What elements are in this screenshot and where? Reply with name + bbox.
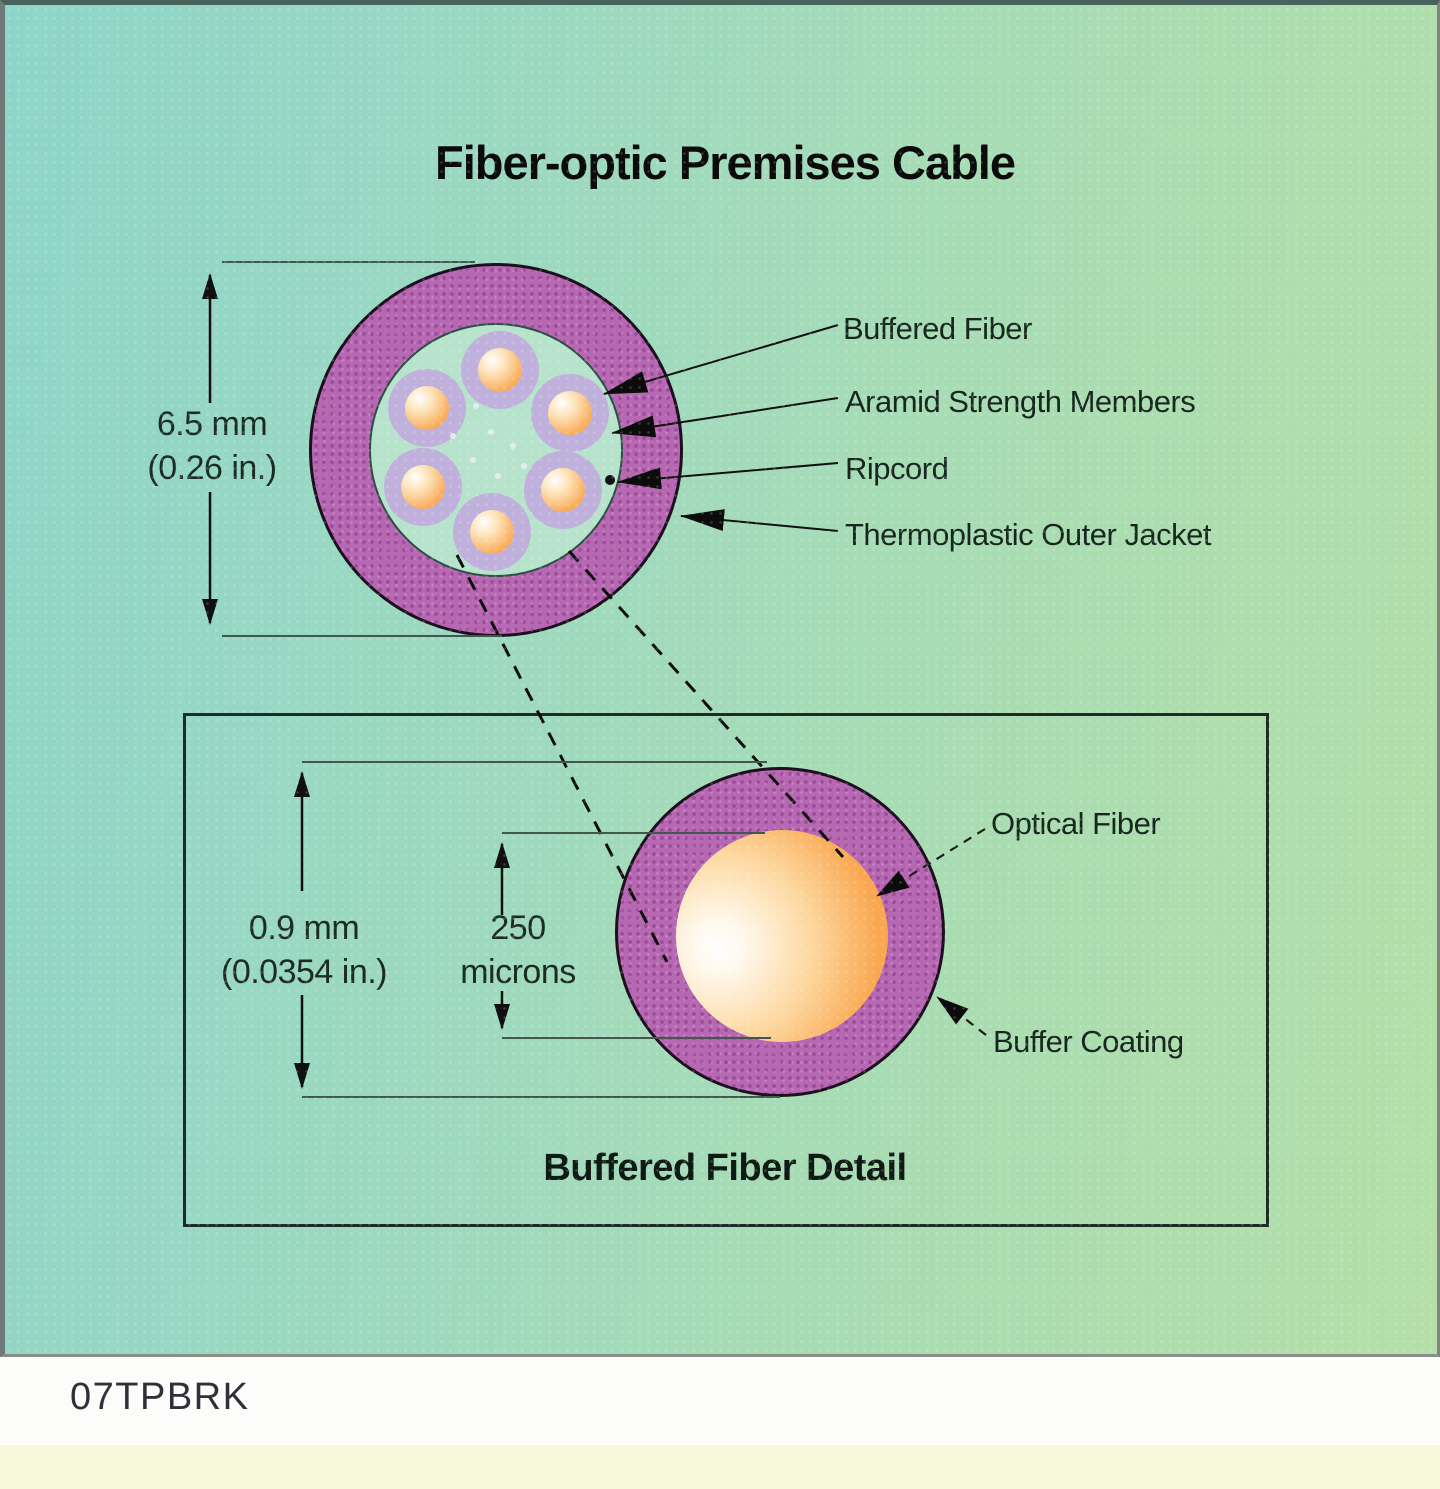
callout-buffered-fiber: Buffered Fiber xyxy=(843,311,1032,346)
dimension-6-5mm: 6.5 mm (0.26 in.) xyxy=(97,402,327,490)
aramid-strand-dot xyxy=(470,457,476,463)
optical-fiber-detail xyxy=(676,830,888,1042)
optical-fiber-core xyxy=(401,465,445,509)
callout-aramid-strength-members: Aramid Strength Members xyxy=(845,384,1196,419)
optical-fiber-core xyxy=(470,510,514,554)
footer-white-strip xyxy=(0,1357,1440,1445)
buffered-fiber xyxy=(384,448,462,526)
optical-fiber-core xyxy=(541,468,585,512)
buffered-fiber xyxy=(461,331,539,409)
dimension-250-unit: microns xyxy=(460,953,576,991)
ripcord-dot xyxy=(605,475,615,485)
footer-yellow-strip xyxy=(0,1445,1440,1489)
buffered-fiber xyxy=(531,374,609,452)
callout-thermoplastic-outer-jacket: Thermoplastic Outer Jacket xyxy=(845,517,1212,552)
aramid-strand-dot xyxy=(488,429,494,435)
buffered-fiber xyxy=(453,493,531,571)
diagram-canvas: Fiber-optic Premises Cable xyxy=(0,0,1440,1357)
dimension-250-microns: 250 microns xyxy=(433,906,603,994)
dimension-0-9mm: 0.9 mm (0.0354 in.) xyxy=(177,906,431,994)
buffered-fiber xyxy=(388,369,466,447)
aramid-strand-dot xyxy=(473,403,479,409)
aramid-strand-dot xyxy=(521,463,527,469)
figure-code: 07TPBRK xyxy=(70,1376,250,1418)
dimension-0-9mm-value: 0.9 mm xyxy=(248,909,360,947)
optical-fiber-core xyxy=(405,386,449,430)
callout-ripcord: Ripcord xyxy=(845,451,949,486)
dimension-6-5mm-unit: (0.26 in.) xyxy=(147,449,277,487)
buffered-fiber xyxy=(524,451,602,529)
callout-optical-fiber: Optical Fiber xyxy=(991,806,1161,841)
dimension-250-value: 250 xyxy=(490,909,546,947)
callout-buffer-coating: Buffer Coating xyxy=(993,1024,1184,1059)
aramid-strand-dot xyxy=(510,443,516,449)
figure-title: Fiber-optic Premises Cable xyxy=(435,136,1016,189)
detail-caption: Buffered Fiber Detail xyxy=(543,1147,907,1189)
optical-fiber-core xyxy=(478,348,522,392)
dimension-0-9mm-unit: (0.0354 in.) xyxy=(221,953,388,991)
dimension-6-5mm-value: 6.5 mm xyxy=(156,405,268,443)
aramid-strand-dot xyxy=(495,473,501,479)
optical-fiber-core xyxy=(548,391,592,435)
aramid-strand-dot xyxy=(450,433,456,439)
